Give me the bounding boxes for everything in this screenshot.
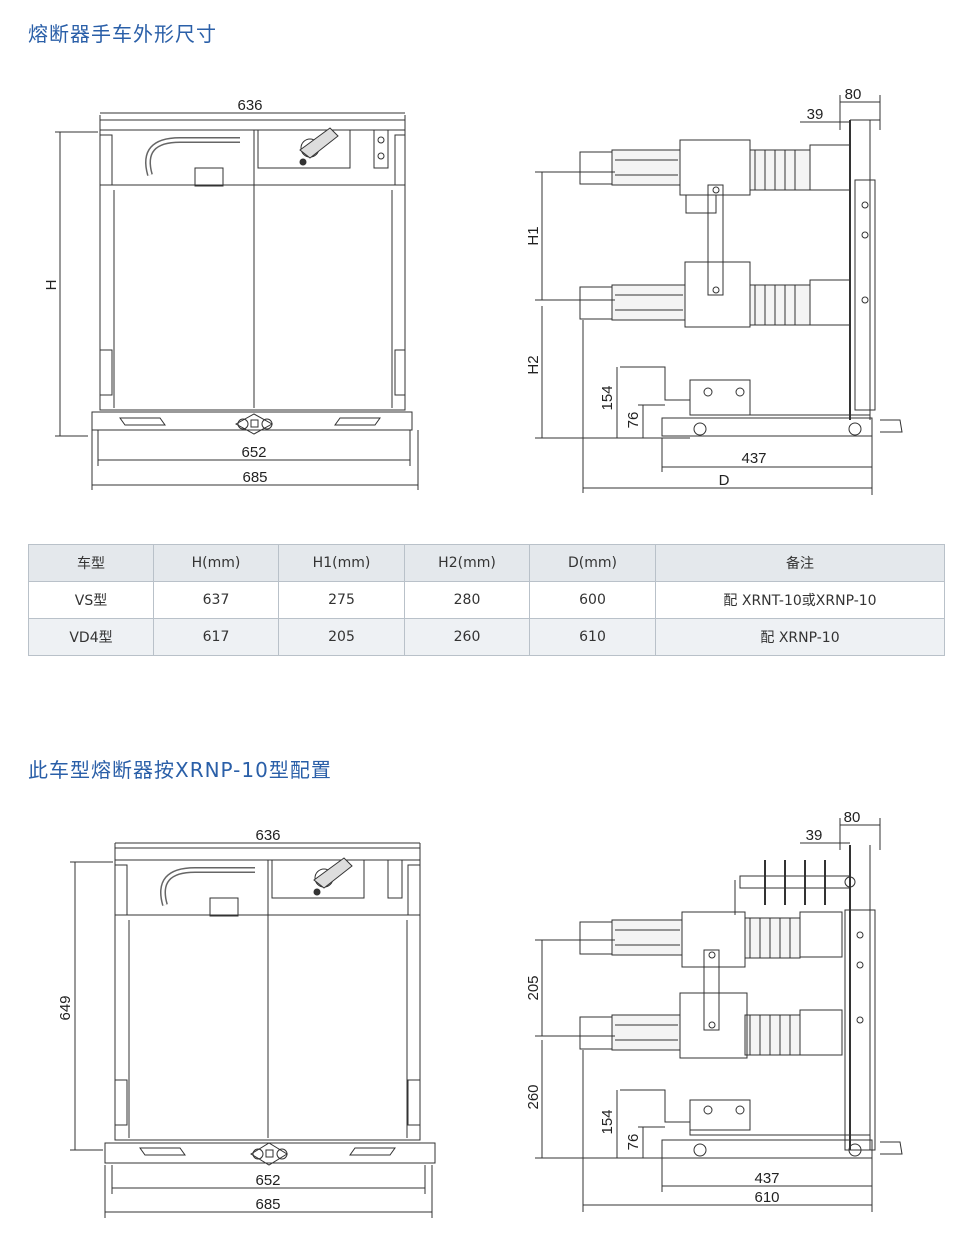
section-title-2: 此车型熔断器按XRNP-10型配置 [28, 758, 332, 782]
front-dim-h: H [43, 280, 60, 291]
front2-dim-649: 649 [57, 995, 74, 1020]
side2-dim-76: 76 [625, 1134, 642, 1151]
operating-mechanism [257, 129, 351, 169]
side-dim-154: 154 [599, 385, 616, 410]
front2-dim-685: 685 [255, 1196, 280, 1213]
side-dim-h2: H2 [525, 355, 542, 374]
side-dim-80: 80 [845, 86, 862, 103]
front2-dim-652: 652 [255, 1172, 280, 1189]
side2-dim-80: 80 [844, 809, 861, 826]
side2-dim-39: 39 [806, 827, 823, 844]
col-header-h1: H1(mm) [278, 544, 405, 582]
cell: 配 XRNP-10 [655, 618, 945, 656]
side-dim-d: D [719, 472, 730, 489]
side-dim-437: 437 [741, 450, 766, 467]
front2-dim-636: 636 [255, 827, 280, 844]
table-row: VD4型 617 205 260 610 配 XRNP-10 [28, 618, 945, 656]
front-base [91, 411, 413, 431]
col-header-d: D(mm) [529, 544, 656, 582]
col-header-model: 车型 [28, 544, 154, 582]
front-dim-685: 685 [242, 469, 267, 486]
section-title-1: 熔断器手车外形尺寸 [28, 22, 217, 46]
side2-dim-437: 437 [754, 1170, 779, 1187]
side2-dim-154: 154 [599, 1109, 616, 1134]
cell: 275 [278, 581, 405, 619]
cell: 610 [529, 618, 656, 656]
cell: VD4型 [28, 618, 154, 656]
side2-dim-260: 260 [525, 1084, 542, 1109]
side-base [661, 417, 873, 437]
side-dim-h1: H1 [525, 226, 542, 245]
side-dim-39: 39 [807, 106, 824, 123]
cell: 617 [153, 618, 279, 656]
table-header-row: 车型 H(mm) H1(mm) H2(mm) D(mm) 备注 [28, 544, 945, 582]
front-dim-652: 652 [241, 444, 266, 461]
cell: 配 XRNT-10或XRNP-10 [655, 581, 945, 619]
col-header-h2: H2(mm) [404, 544, 530, 582]
side2-dim-205: 205 [525, 975, 542, 1000]
side2-dim-610: 610 [754, 1189, 779, 1206]
cell: 260 [404, 618, 530, 656]
front-dim-636: 636 [237, 97, 262, 114]
drawing-1: 636 H 652 685 80 39 H1 H2 154 76 437 D [43, 86, 903, 495]
cell: VS型 [28, 581, 154, 619]
side-dim-76: 76 [625, 412, 642, 429]
spec-table: 车型 H(mm) H1(mm) H2(mm) D(mm) 备注 VS型 637 … [28, 544, 945, 656]
